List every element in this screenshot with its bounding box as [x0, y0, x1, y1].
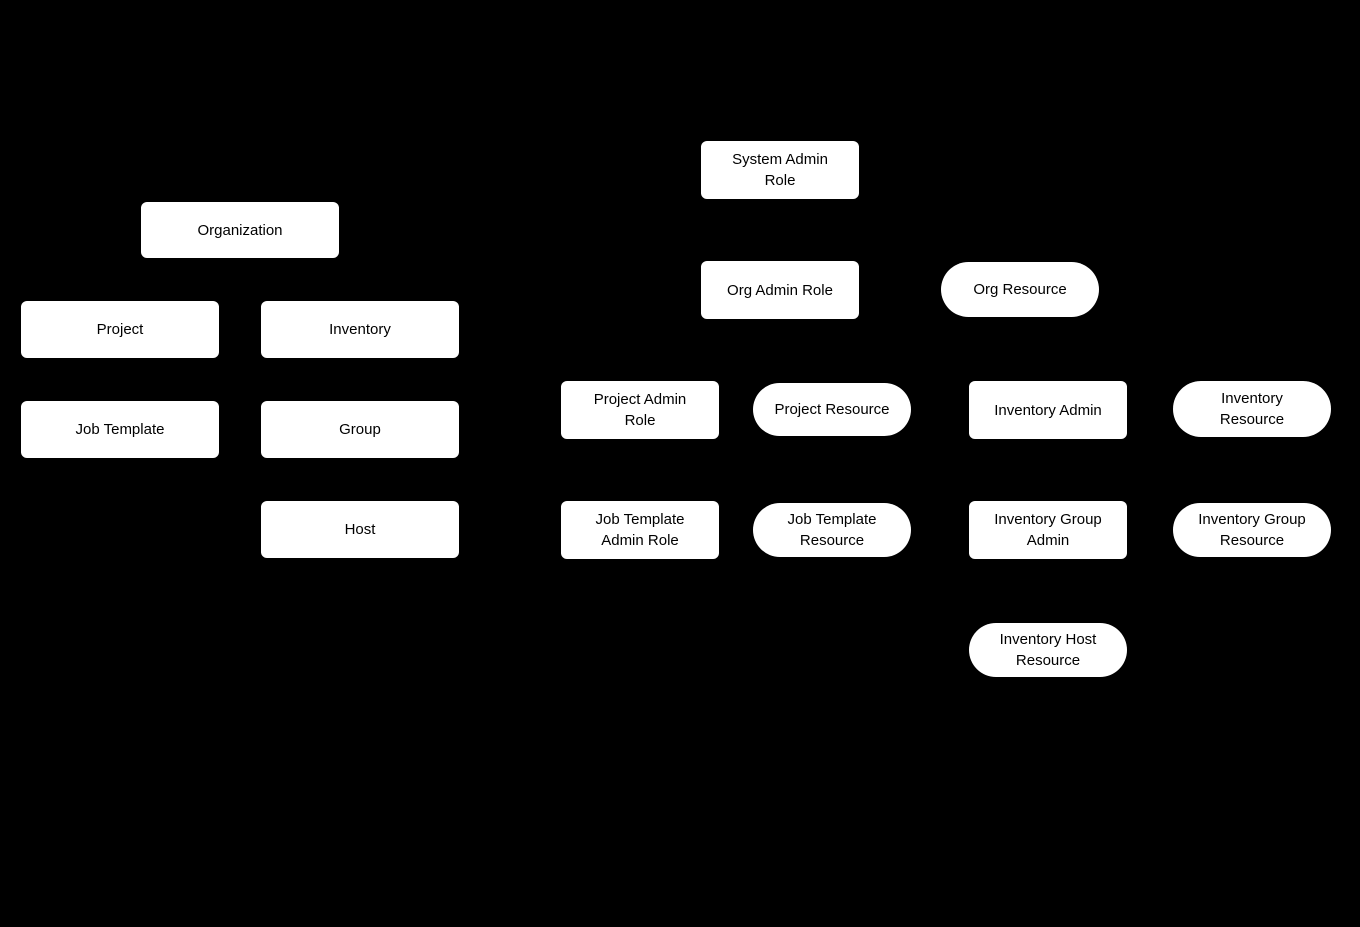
node-inventory-host-resource: Inventory Host Resource	[969, 623, 1127, 677]
node-inventory: Inventory	[261, 301, 459, 358]
node-host: Host	[261, 501, 459, 558]
node-system-admin-role: System Admin Role	[701, 141, 859, 199]
node-group: Group	[261, 401, 459, 458]
node-inventory-group-resource: Inventory Group Resource	[1173, 503, 1331, 557]
node-org-admin-role: Org Admin Role	[701, 261, 859, 319]
node-org-resource: Org Resource	[941, 262, 1099, 317]
node-inventory-admin: Inventory Admin	[969, 381, 1127, 439]
node-job-template: Job Template	[21, 401, 219, 458]
node-inventory-resource: Inventory Resource	[1173, 381, 1331, 437]
node-project: Project	[21, 301, 219, 358]
node-job-template-admin-role: Job Template Admin Role	[561, 501, 719, 559]
node-organization: Organization	[141, 202, 339, 258]
node-project-resource: Project Resource	[753, 383, 911, 436]
node-inventory-group-admin: Inventory Group Admin	[969, 501, 1127, 559]
node-project-admin-role: Project Admin Role	[561, 381, 719, 439]
node-job-template-resource: Job Template Resource	[753, 503, 911, 557]
